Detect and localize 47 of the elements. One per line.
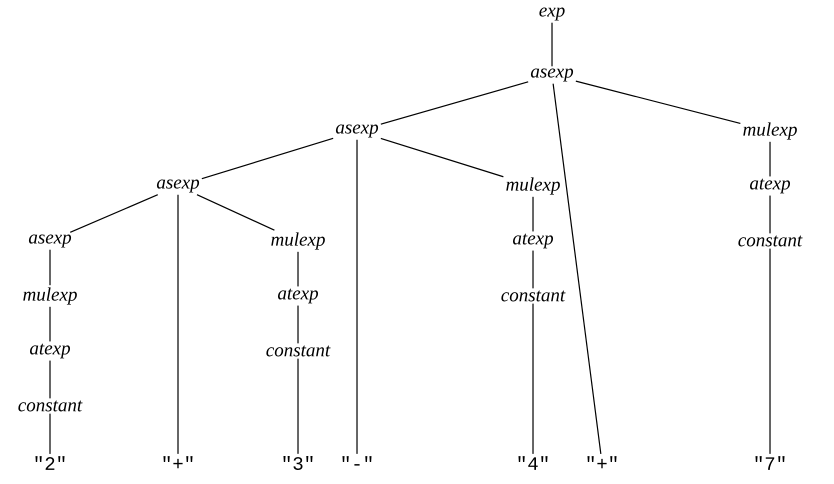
tree-edge <box>552 84 602 454</box>
terminal-label: "7" <box>755 456 785 470</box>
tree-edge <box>49 250 51 286</box>
tree-edge <box>532 304 534 454</box>
tree-edge <box>380 81 528 125</box>
nonterminal-label: atexp <box>30 344 70 358</box>
tree-edge <box>532 196 534 232</box>
terminal-label: "+" <box>163 456 193 468</box>
tree-edge <box>356 140 358 454</box>
tree-edge <box>532 250 534 288</box>
nonterminal-label: mulexp <box>743 122 797 140</box>
tree-edge <box>769 142 771 176</box>
terminal-label: "2" <box>35 456 65 470</box>
terminal-label: "-" <box>342 456 372 466</box>
nonterminal-label: atexp <box>750 178 790 194</box>
nonterminal-label: mulexp <box>271 232 325 250</box>
nonterminal-label: mulexp <box>506 177 560 195</box>
nonterminal-label: exp <box>539 8 565 20</box>
tree-edge <box>202 138 334 180</box>
terminal-label: "+" <box>587 456 617 468</box>
nonterminal-label: constant <box>18 400 83 412</box>
terminal-label: "4" <box>518 456 548 470</box>
tree-edge <box>769 248 771 454</box>
tree-edge <box>380 138 504 178</box>
tree-edge <box>297 306 299 344</box>
nonterminal-label: constant <box>501 290 566 302</box>
tree-edge <box>70 194 158 233</box>
nonterminal-label: constant <box>266 346 331 356</box>
nonterminal-label: asexp <box>530 68 574 82</box>
nonterminal-label: atexp <box>278 288 318 304</box>
tree-edge <box>49 414 51 454</box>
tree-edge <box>49 306 51 342</box>
tree-edge <box>297 358 299 454</box>
nonterminal-label: asexp <box>156 180 200 192</box>
nonterminal-label: asexp <box>28 234 72 248</box>
tree-edge <box>551 22 553 66</box>
tree-edge <box>177 194 179 454</box>
nonterminal-label: atexp <box>513 234 554 248</box>
tree-edge <box>196 194 275 231</box>
tree-edge <box>49 360 51 398</box>
tree-edge <box>769 196 771 234</box>
nonterminal-label: constant <box>738 236 803 246</box>
tree-edge <box>297 252 299 286</box>
terminal-label: "3" <box>283 456 313 470</box>
nonterminal-label: asexp <box>336 124 378 138</box>
nonterminal-label: mulexp <box>23 287 77 305</box>
tree-edge <box>576 80 741 124</box>
